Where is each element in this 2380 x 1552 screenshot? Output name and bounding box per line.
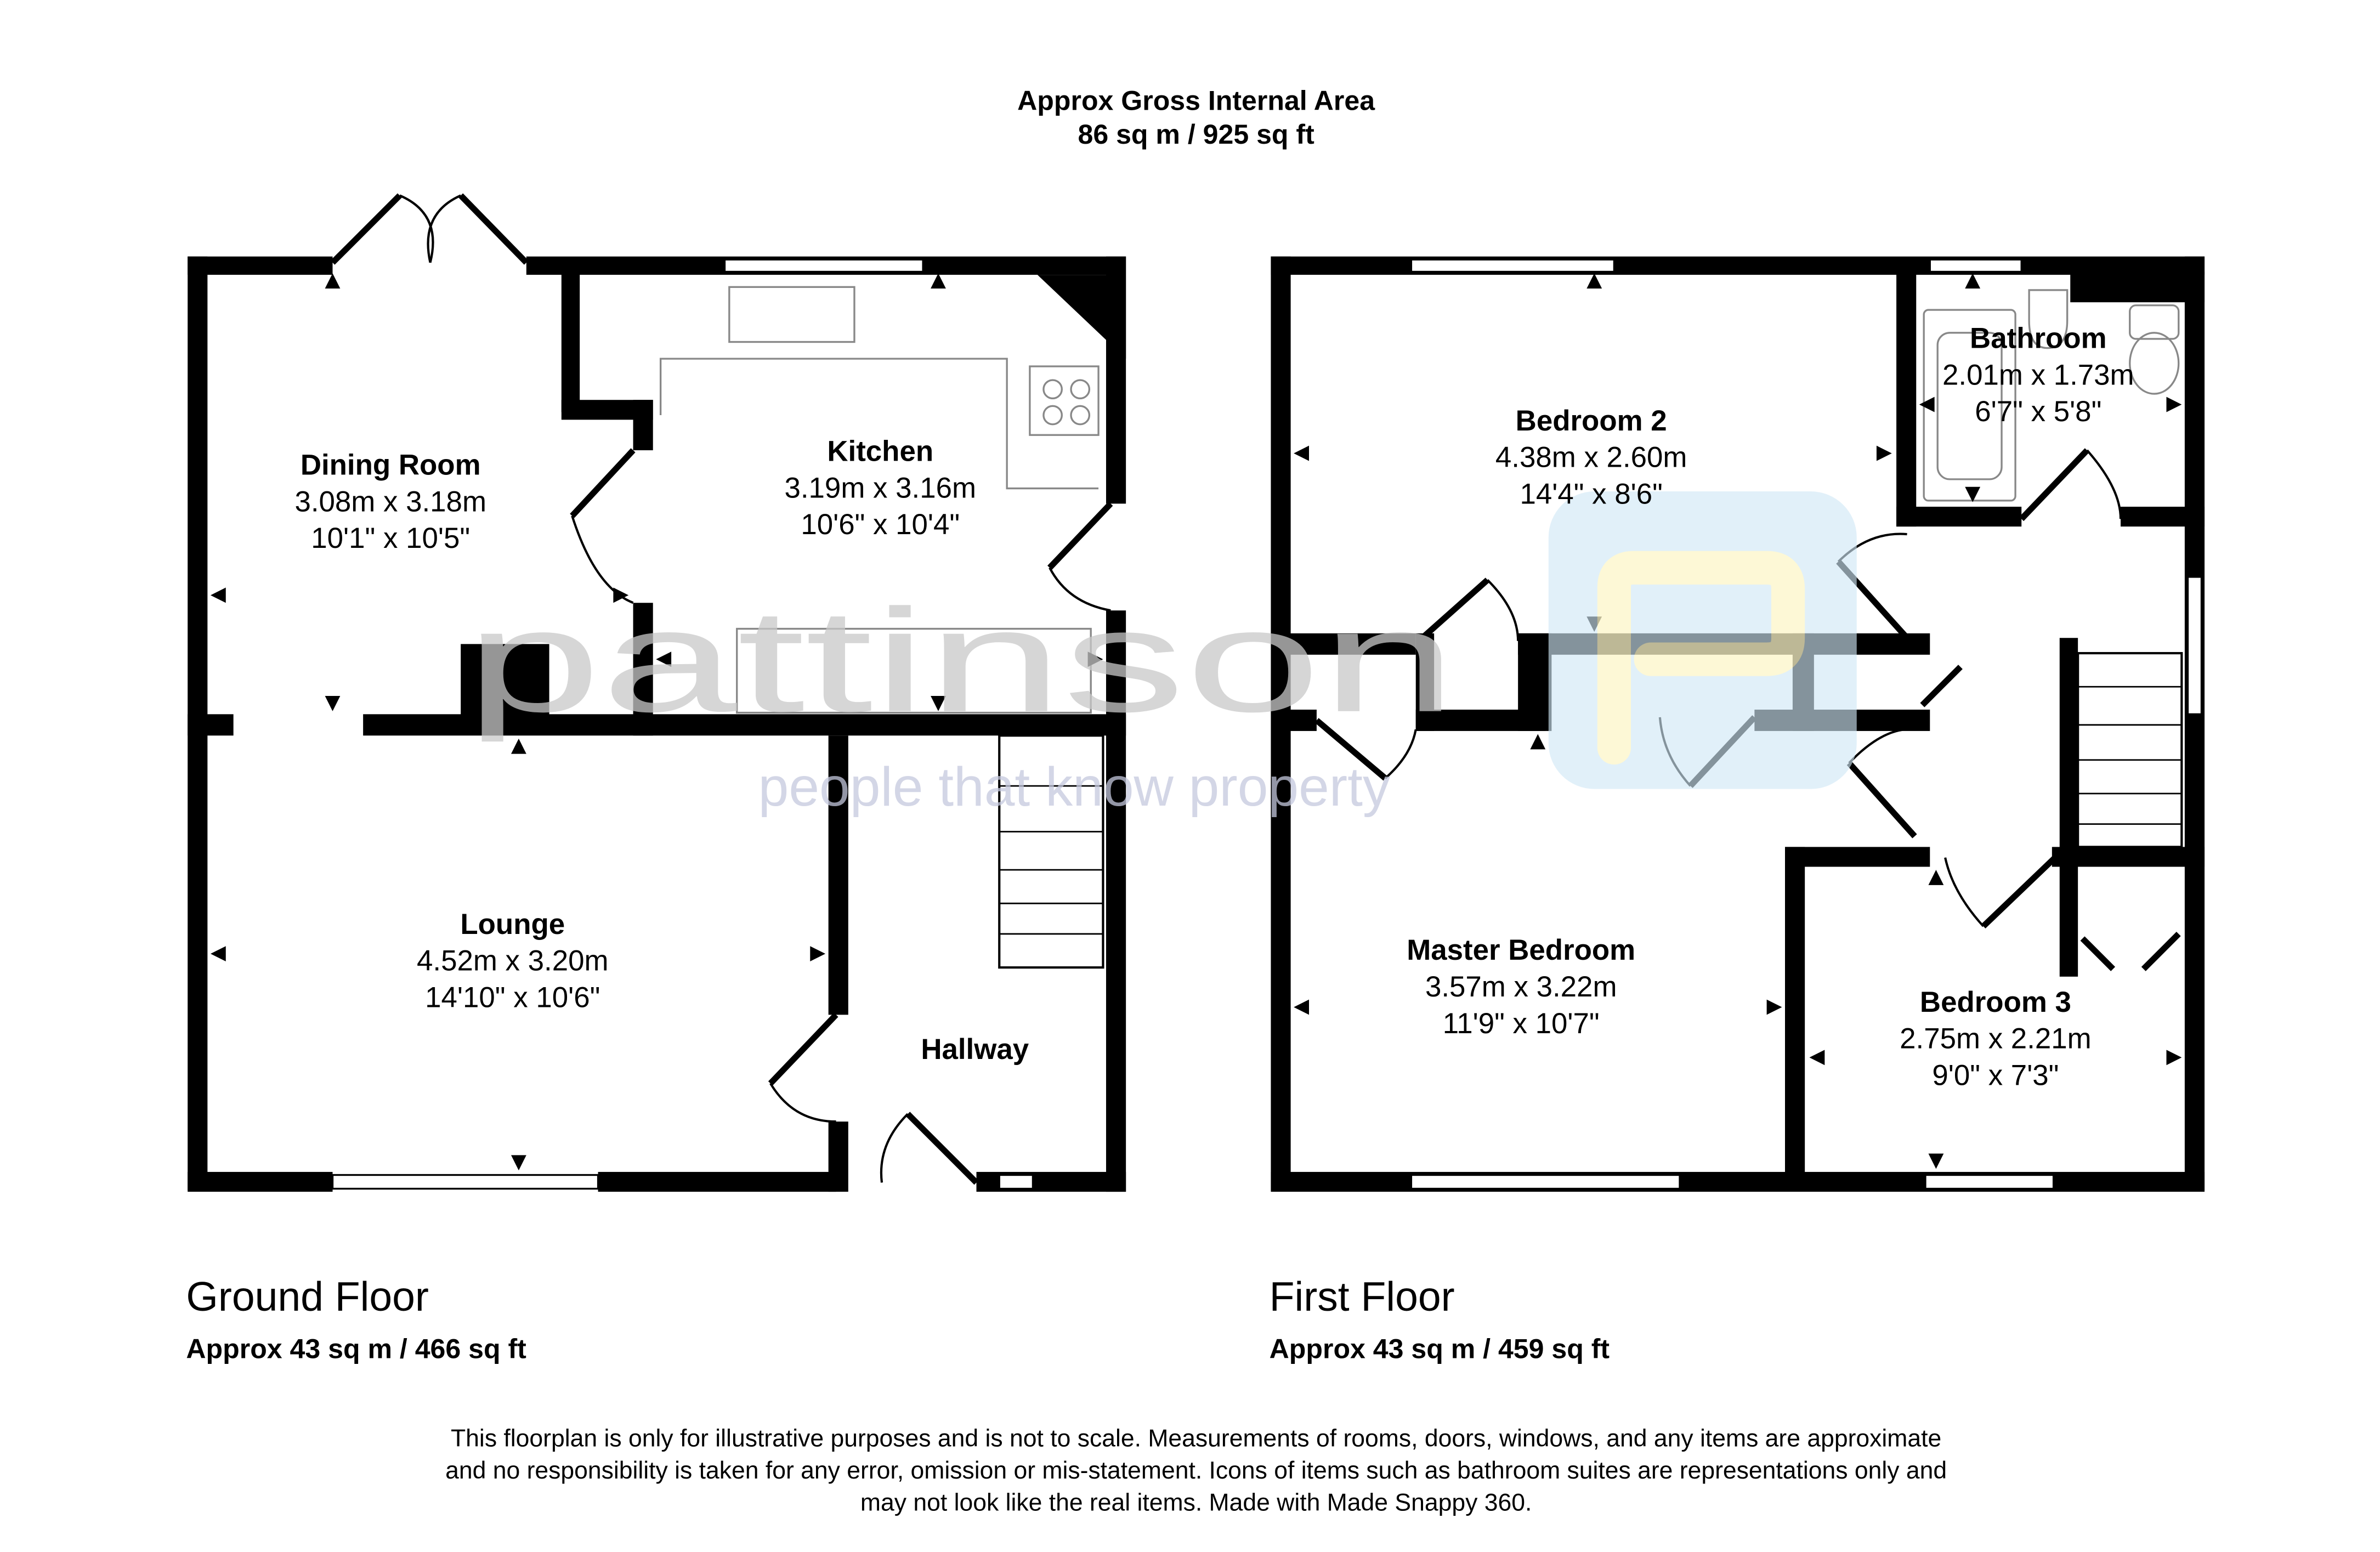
room-labels: Dining Room 3.08m x 3.18m 10'1" x 10'5" … (294, 322, 2134, 1092)
basin-icon (2028, 289, 2069, 349)
room-name: Bedroom 3 (1920, 986, 2071, 1018)
room-metric: 4.52m x 3.20m (417, 945, 609, 977)
watermark-tagline: people that know property (758, 756, 1390, 818)
room-metric: 4.38m x 2.60m (1495, 441, 1687, 474)
kitchen-fixtures (659, 286, 1100, 714)
room-name: Hallway (921, 1033, 1029, 1066)
room-imperial: 14'10" x 10'6" (425, 981, 600, 1013)
doors (330, 193, 1113, 1185)
hob-icon (1029, 365, 1100, 436)
first-floor-plan (1271, 256, 2205, 1192)
ground-floor-label: Ground Floor (186, 1273, 429, 1319)
room-name: Dining Room (301, 449, 481, 482)
room-name: Bedroom 2 (1516, 405, 1667, 437)
stairs (998, 734, 1104, 969)
disclaimer-line: and no responsibility is taken for any e… (445, 1457, 1947, 1484)
header: Approx Gross Internal Area 86 sq m / 925… (1017, 86, 1375, 150)
window (331, 1174, 599, 1190)
window (2186, 576, 2203, 715)
window (1929, 258, 2022, 273)
toilet-icon (2129, 304, 2180, 340)
watermark-brand: pattinson (466, 579, 1457, 743)
measure-arrows (1294, 273, 2182, 1169)
room-name: Lounge (460, 908, 565, 941)
room-name: Master Bedroom (1407, 934, 1635, 966)
window (998, 1174, 1034, 1190)
room-imperial: 10'1" x 10'5" (311, 522, 470, 554)
disclaimer-line: This floorplan is only for illustrative … (451, 1425, 1941, 1452)
floor-captions: Ground Floor Approx 43 sq m / 466 sq ft … (186, 1273, 1610, 1364)
window (1410, 1174, 1681, 1190)
room-imperial: 9'0" x 7'3" (1932, 1059, 2059, 1091)
pattinson-logo (1548, 491, 1857, 789)
watermark: pattinson people that know property (466, 491, 1857, 818)
disclaimer: This floorplan is only for illustrative … (445, 1425, 1947, 1516)
disclaimer-line: may not look like the real items. Made w… (860, 1489, 1532, 1516)
room-metric: 3.19m x 3.16m (784, 472, 976, 504)
room-imperial: 11'9" x 10'7" (1443, 1007, 1600, 1040)
first-floor-area: Approx 43 sq m / 459 sq ft (1270, 1333, 1610, 1364)
room-imperial: 6'7" x 5'8" (1975, 395, 2101, 428)
window (1410, 258, 1616, 273)
ground-floor-area: Approx 43 sq m / 466 sq ft (186, 1333, 526, 1364)
room-metric: 2.01m x 1.73m (1942, 359, 2134, 391)
room-imperial: 10'6" x 10'4" (801, 508, 960, 541)
window (1924, 1174, 2055, 1190)
first-floor-label: First Floor (1270, 1273, 1455, 1319)
room-name: Bathroom (1970, 322, 2107, 355)
room-name: Kitchen (827, 435, 933, 468)
header-total-area: 86 sq m / 925 sq ft (1078, 119, 1314, 150)
header-title: Approx Gross Internal Area (1017, 86, 1375, 116)
measure-arrows (210, 273, 1103, 1171)
room-metric: 3.57m x 3.22m (1425, 971, 1617, 1003)
room-imperial: 14'4" x 8'6" (1520, 478, 1662, 510)
room-metric: 2.75m x 2.21m (1900, 1023, 2092, 1055)
walls (1271, 256, 2205, 1192)
room-metric: 3.08m x 3.18m (294, 485, 486, 518)
walls (188, 256, 1126, 1192)
stairs (2077, 652, 2183, 848)
ground-floor-plan (188, 193, 1126, 1192)
window (723, 258, 924, 273)
sink-icon (728, 286, 855, 343)
